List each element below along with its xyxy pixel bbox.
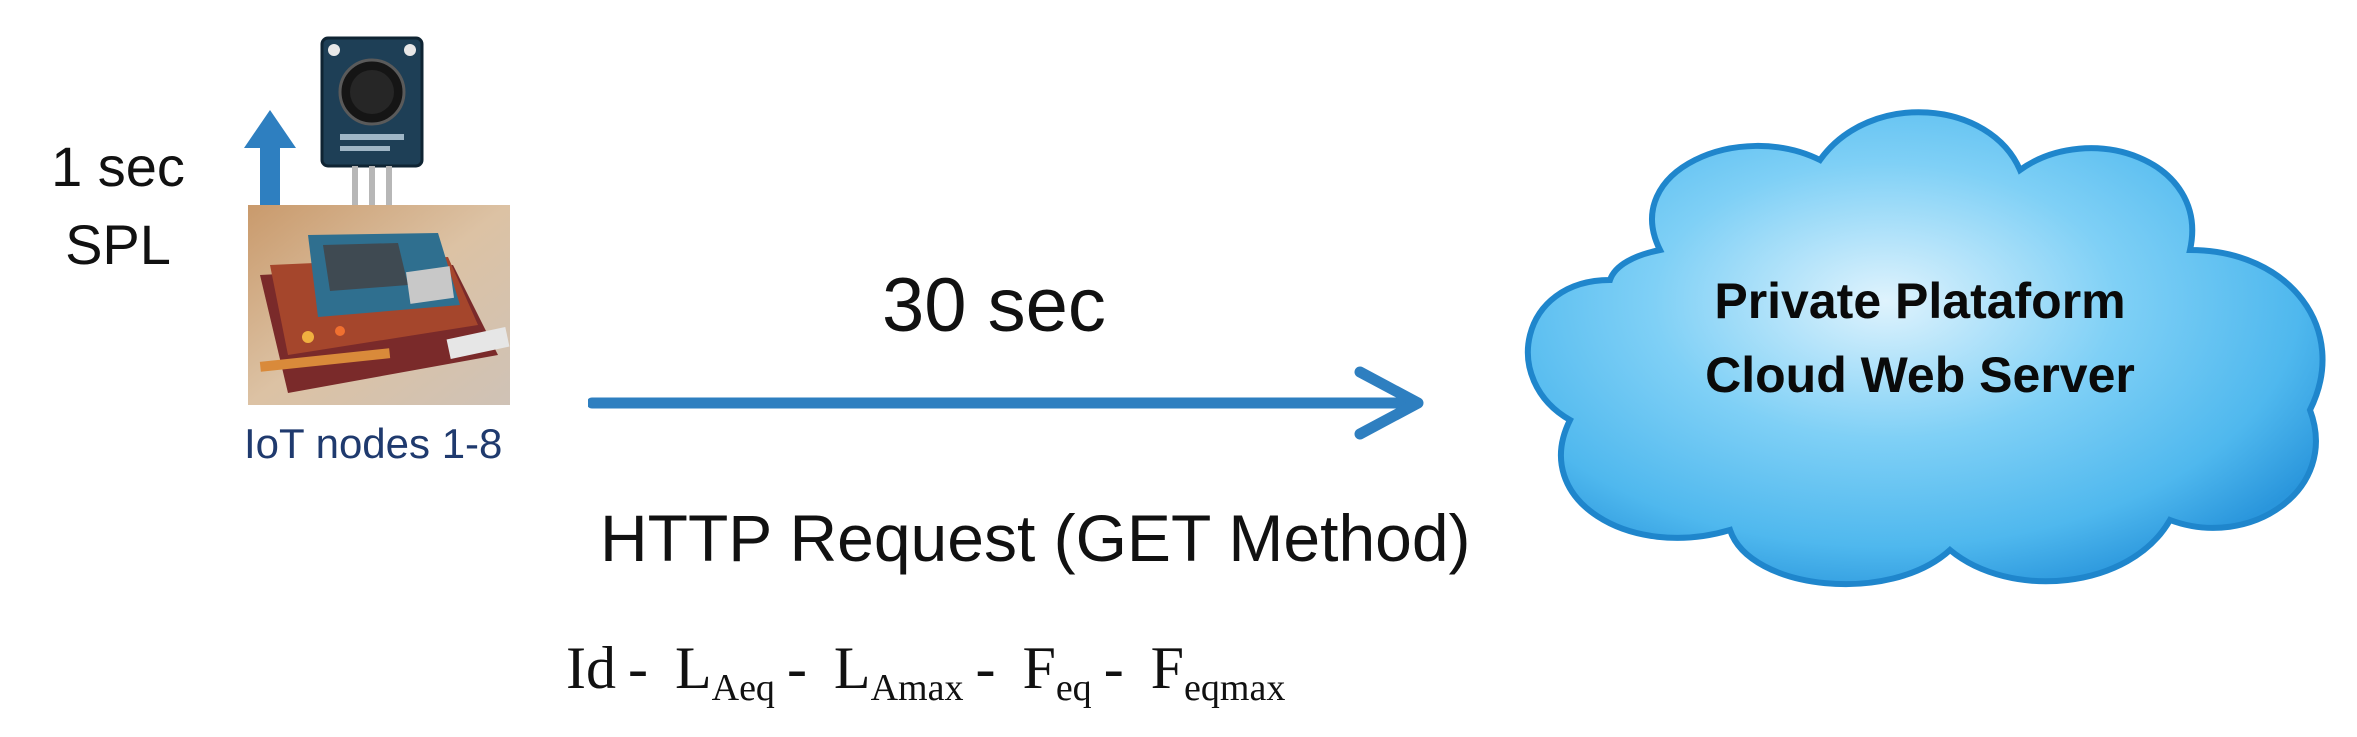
field-separator: - (975, 635, 996, 701)
sampling-arrow-icon (244, 110, 296, 220)
payload-fields: Id- LAeq- LAmax- Feq- Feqmax (566, 628, 1486, 718)
field-feq: Feq (1022, 635, 1092, 709)
sampling-metric-text: SPL (65, 213, 171, 276)
server-type-line: Cloud Web Server (1705, 347, 2135, 403)
iot-nodes-label: IoT nodes 1-8 (244, 420, 503, 467)
sampling-label: 1 sec SPL (18, 128, 218, 284)
field-id: Id (566, 635, 616, 701)
microphone-sensor-module-icon (320, 36, 424, 212)
cloud-icon (1524, 109, 2326, 588)
field-lamax: LAmax (833, 635, 964, 709)
microcontroller-board-photo (248, 205, 510, 405)
upload-interval-text: 30 sec (882, 263, 1106, 348)
http-request-label: HTTP Request (GET Method) (600, 501, 1471, 575)
server-name-line: Private Plataform (1714, 273, 2126, 329)
sampling-interval-text: 1 sec (51, 135, 185, 198)
field-laeq: LAeq (674, 635, 775, 709)
field-separator: - (1103, 635, 1124, 701)
field-separator: - (627, 635, 648, 701)
field-separator: - (786, 635, 807, 701)
data-transfer-arrow-icon (588, 366, 1424, 440)
server-label: Private Plataform Cloud Web Server (1600, 264, 2240, 412)
field-feqmax: Feqmax (1150, 635, 1286, 709)
